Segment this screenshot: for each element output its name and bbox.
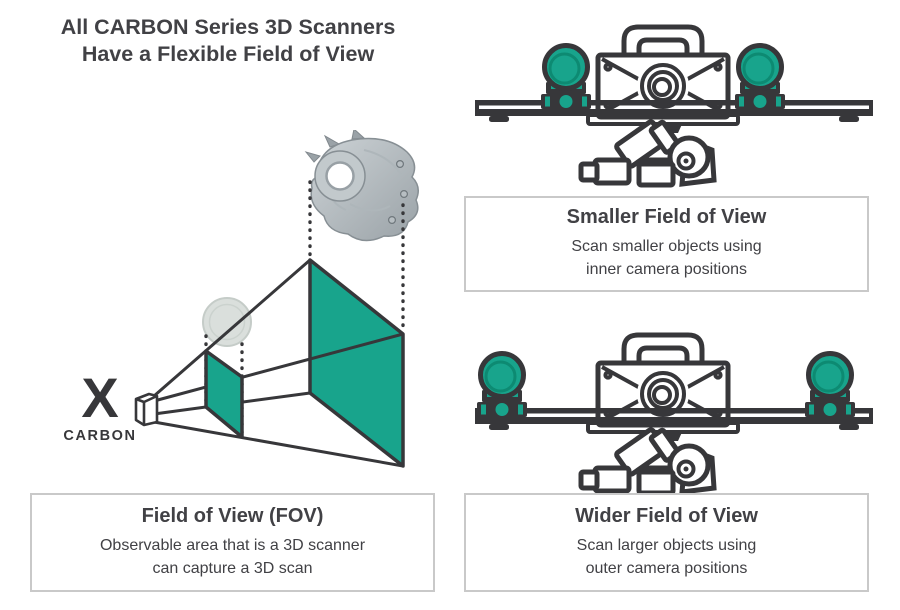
- carbon-logo: X CARBON: [50, 366, 150, 444]
- small-fov-plane: [204, 349, 244, 439]
- wider-fov-caption-line2: outer camera positions: [585, 559, 748, 577]
- smaller-fov-caption-title: Smaller Field of View: [566, 206, 767, 229]
- coin-illustration: [202, 297, 252, 347]
- left-camera-inner-icon: [541, 46, 591, 110]
- fov-diagram: [134, 130, 419, 468]
- smaller-fov-caption-box: Smaller Field of View Scan smaller objec…: [464, 196, 869, 292]
- smaller-fov-caption-line2: inner camera positions: [586, 261, 747, 278]
- carbon-logo-x-icon: X: [81, 366, 119, 429]
- wider-fov-caption-box: Wider Field of View Scan larger objects …: [464, 493, 869, 592]
- page-title: All CARBON Series 3D Scanners Have a Fle…: [18, 14, 438, 68]
- smaller-fov-caption-line1: Scan smaller objects using: [571, 238, 762, 256]
- fov-caption-title: Field of View (FOV): [141, 504, 324, 527]
- large-fov-plane: [308, 258, 405, 468]
- page-title-line1: All CARBON Series 3D Scanners: [60, 15, 396, 39]
- right-camera-inner-icon: [735, 46, 785, 110]
- right-camera-outer-icon: [805, 354, 855, 418]
- wider-fov-caption-line1: Scan larger objects using: [576, 536, 757, 554]
- carbon-logo-brand: CARBON: [63, 427, 137, 444]
- fov-caption-line1: Observable area that is a 3D scanner: [99, 536, 366, 554]
- scanner-illustration-inner-cameras: [455, 10, 895, 200]
- fov-caption-line2: can capture a 3D scan: [152, 559, 313, 577]
- scanner-illustration-outer-cameras: [455, 318, 895, 508]
- wider-fov-caption-title: Wider Field of View: [575, 504, 758, 527]
- fov-caption-box: Field of View (FOV) Observable area that…: [30, 493, 435, 592]
- page-title-line2: Have a Flexible Field of View: [81, 42, 375, 67]
- left-camera-outer-icon: [477, 354, 527, 418]
- scanner-apex: [134, 392, 159, 427]
- scanned-part-illustration: [304, 130, 419, 242]
